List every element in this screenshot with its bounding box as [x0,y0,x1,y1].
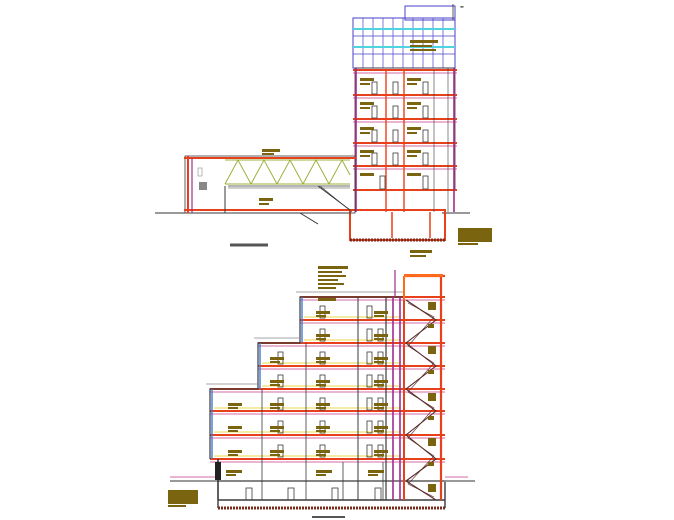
lower-columns [261,270,443,500]
roof-truss [224,158,351,186]
tower-columns [355,68,455,212]
wing-room-note [259,198,273,201]
roof-parapet [404,5,456,21]
lower-slabs [210,274,445,501]
lower-room-notes [226,298,388,476]
tower-doors [371,81,429,190]
wing-roof-note [262,149,280,152]
stepped-facade [206,276,405,500]
low-wing [184,149,356,225]
glazing-grid [353,18,455,68]
tower-room-notes [360,40,438,176]
site-legend-upper [458,228,492,242]
tower: ▬ [352,4,464,212]
lower-section [168,250,475,518]
stair-landings [428,302,436,492]
glazed-crown [352,17,456,69]
site-legend-lower [168,490,198,504]
upper-section: ▬ [155,4,492,247]
roof-notes [318,250,432,289]
wing-window [199,182,207,190]
basement [349,209,446,242]
lower-doors [245,305,384,501]
tower-floors [353,67,457,191]
level-mark-top: ▬ [460,4,464,9]
stair-core [405,299,437,501]
roof-cap [404,274,443,277]
